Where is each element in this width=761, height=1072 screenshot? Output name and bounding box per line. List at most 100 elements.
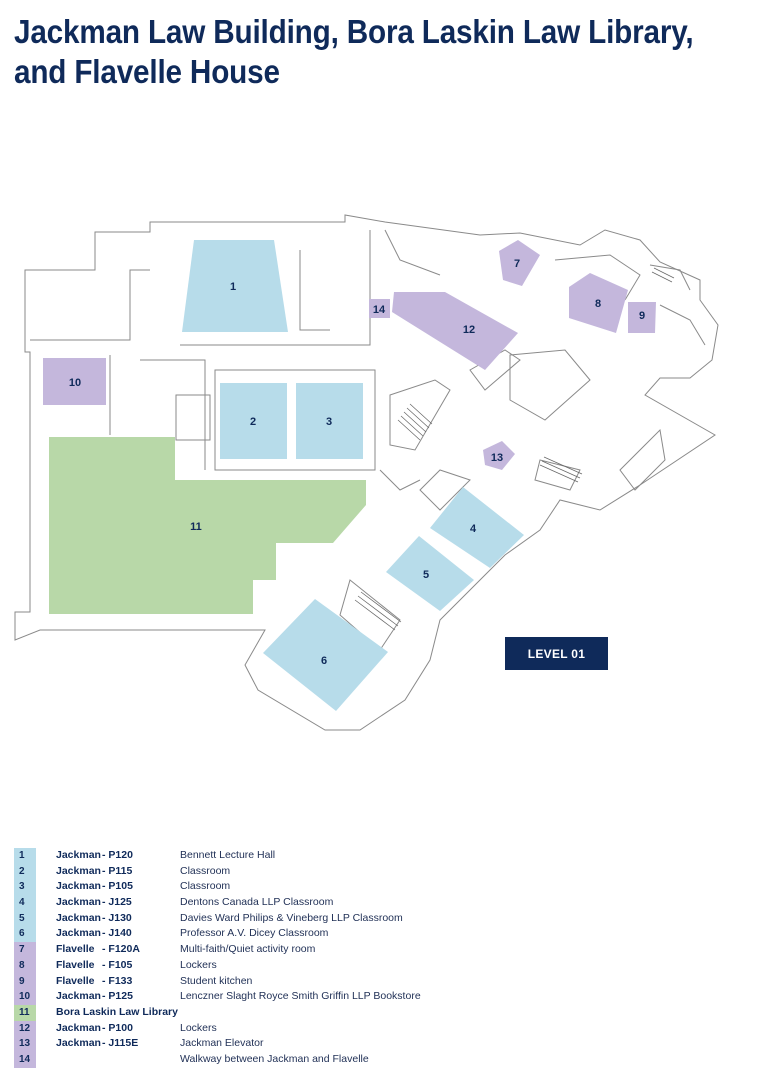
svg-text:14: 14 <box>373 304 386 316</box>
legend-room: - F105 <box>102 958 133 971</box>
svg-text:8: 8 <box>595 298 601 310</box>
legend-row: 9 Flavelle - F133 Student kitchen <box>14 973 754 990</box>
legend-row: 8 Flavelle - F105 Lockers <box>14 957 754 974</box>
legend-room: - J140 <box>102 927 132 940</box>
legend-row: 2 Jackman- P115 Classroom <box>14 863 754 880</box>
legend-building: Flavelle <box>56 974 95 987</box>
legend-desc: Dentons Canada LLP Classroom <box>180 896 334 909</box>
svg-text:1: 1 <box>230 281 236 293</box>
svg-text:11: 11 <box>190 521 202 533</box>
room-4[interactable]: 4 <box>430 487 524 568</box>
legend-building: Jackman <box>56 896 101 909</box>
legend-room: - P115 <box>102 864 133 877</box>
room-10[interactable]: 10 <box>43 358 106 405</box>
legend-row: 6 Jackman- J140 Professor A.V. Dicey Class… <box>14 926 754 943</box>
legend-desc: Classroom <box>180 864 231 877</box>
legend-room: - P100 <box>102 1021 133 1034</box>
title-line-2: and Flavelle House <box>14 53 280 90</box>
legend-building: Jackman <box>56 1021 101 1034</box>
room-5[interactable]: 5 <box>386 536 474 611</box>
floor-plan-map: 1 2 3 4 5 6 7 8 9 10 11 12 <box>14 214 719 731</box>
legend-desc: Jackman Elevator <box>180 1037 264 1050</box>
legend-row: 11 Bora Laskin Law Library <box>14 1004 754 1021</box>
legend-building: Jackman <box>56 849 101 861</box>
room-2[interactable]: 2 <box>220 383 287 459</box>
legend-row: 12 Jackman- P100 Lockers <box>14 1020 754 1037</box>
legend-row: 4 Jackman- J125 Dentons Canada LLP Classro… <box>14 895 754 911</box>
legend-room: - F120A <box>102 943 140 956</box>
legend-building: Jackman <box>56 927 101 940</box>
legend-room: - P120 <box>102 849 133 861</box>
legend-building: Flavelle <box>56 943 95 956</box>
room-13[interactable]: 13 <box>483 441 515 470</box>
legend-desc: Davies Ward Philips & Vineberg LLP Class… <box>180 911 403 924</box>
legend-desc: Student kitchen <box>180 974 253 987</box>
legend-swatch: 3 <box>14 879 36 896</box>
legend-room: - P105 <box>102 880 133 893</box>
legend-room: - J130 <box>102 911 132 924</box>
page-title: Jackman Law Building, Bora Laskin Law Li… <box>14 12 694 92</box>
legend-desc: Bennett Lecture Hall <box>180 849 276 861</box>
svg-text:2: 2 <box>250 416 256 428</box>
legend-row: 1 Jackman- P120 Bennett Lecture Hall <box>14 848 754 864</box>
legend-building: Jackman <box>56 1037 101 1050</box>
legend-swatch: 6 <box>14 926 36 943</box>
legend-desc: Lockers <box>180 958 217 971</box>
legend-row: 5 Jackman- J130 Davies Ward Philips & Vine… <box>14 910 754 927</box>
legend-room: - J125 <box>102 896 132 909</box>
legend-building: Flavelle <box>56 958 95 971</box>
svg-text:4: 4 <box>470 523 477 535</box>
svg-text:12: 12 <box>463 324 475 336</box>
legend-desc: Professor A.V. Dicey Classroom <box>180 927 329 940</box>
legend-swatch: 14 <box>14 1051 36 1068</box>
legend-swatch: 4 <box>14 895 36 911</box>
svg-text:13: 13 <box>491 452 503 464</box>
legend-building: Jackman <box>56 864 101 877</box>
room-8[interactable]: 8 <box>569 273 628 333</box>
legend-swatch: 1 <box>14 848 36 864</box>
legend-swatch: 13 <box>14 1036 36 1052</box>
legend-room: - P125 <box>102 990 133 1003</box>
legend-row: 7 Flavelle - F120A Multi-faith/Quiet activi… <box>14 942 754 958</box>
legend-swatch: 11 <box>14 1004 36 1021</box>
room-7[interactable]: 7 <box>499 240 540 286</box>
svg-text:9: 9 <box>639 310 645 322</box>
title-line-1: Jackman Law Building, Bora Laskin Law Li… <box>14 13 694 50</box>
legend-swatch: 7 <box>14 942 36 958</box>
legend-room: - F133 <box>102 974 133 987</box>
legend-row: 14 Walkway between Jackman and Flavelle <box>14 1051 754 1068</box>
legend-desc: Walkway between Jackman and Flavelle <box>180 1052 369 1065</box>
svg-text:3: 3 <box>326 416 332 428</box>
legend-desc: Lockers <box>180 1021 217 1034</box>
legend-room: - J115E <box>102 1037 139 1050</box>
legend-swatch: 2 <box>14 863 36 880</box>
legend-building: Bora Laskin Law Library <box>56 1005 178 1018</box>
svg-text:6: 6 <box>321 655 327 667</box>
building-outline <box>14 214 719 731</box>
svg-text:7: 7 <box>514 258 520 270</box>
room-12[interactable]: 12 <box>392 292 518 370</box>
room-6[interactable]: 6 <box>263 599 388 711</box>
level-badge: LEVEL 01 <box>505 637 608 670</box>
legend-desc: Classroom <box>180 880 231 893</box>
legend-row: 3 Jackman- P105 Classroom <box>14 879 754 896</box>
room-9[interactable]: 9 <box>628 302 656 333</box>
svg-text:5: 5 <box>423 569 429 581</box>
legend-building: Jackman <box>56 880 101 893</box>
svg-text:10: 10 <box>69 377 81 389</box>
room-3[interactable]: 3 <box>296 383 363 459</box>
legend-desc: Multi-faith/Quiet activity room <box>180 943 316 956</box>
legend-building: Jackman <box>56 990 101 1003</box>
legend-row: 13 Jackman- J115E Jackman Elevator <box>14 1036 754 1052</box>
legend-swatch: 9 <box>14 973 36 990</box>
legend-swatch: 5 <box>14 910 36 927</box>
room-11[interactable]: 11 <box>49 437 366 614</box>
legend-swatch: 12 <box>14 1020 36 1037</box>
legend-swatch: 10 <box>14 989 36 1005</box>
room-1[interactable]: 1 <box>182 240 288 332</box>
legend-swatch: 8 <box>14 957 36 974</box>
legend-building: Jackman <box>56 911 101 924</box>
room-14[interactable]: 14 <box>369 299 390 318</box>
